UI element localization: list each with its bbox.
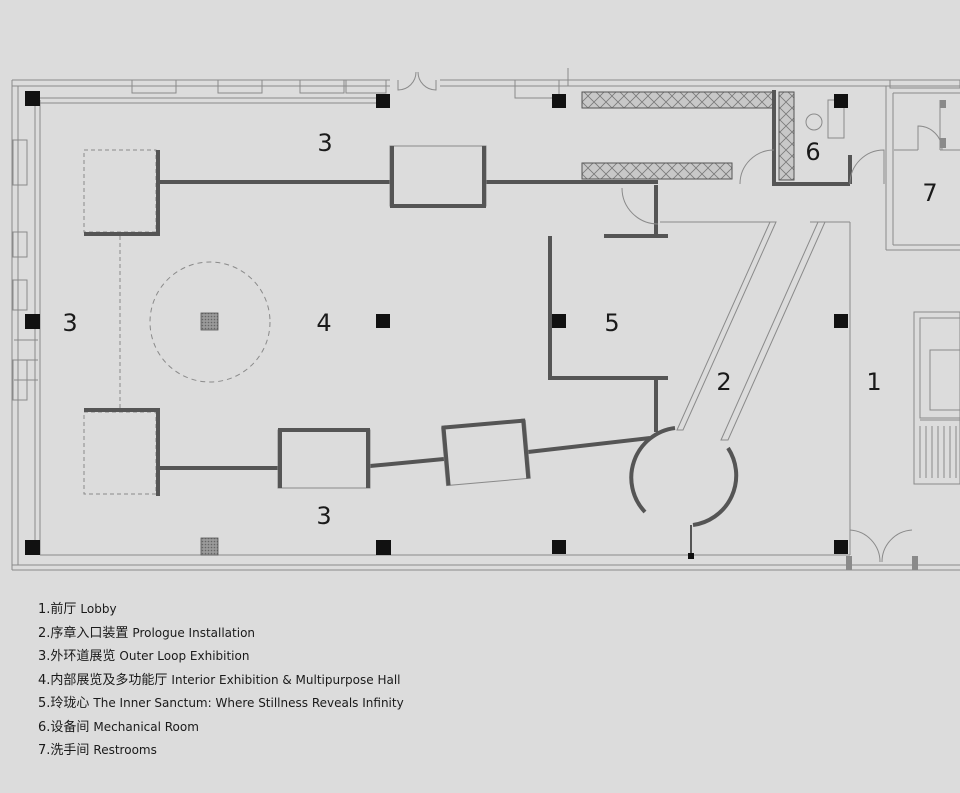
columns [25,91,848,555]
room-number-4: 4 [316,309,331,337]
door-swings [621,100,960,563]
legend-english-label: The Inner Sanctum: Where Stillness Revea… [93,696,404,710]
small-fixtures [846,100,946,570]
floor-plan: 3 3 4 5 2 1 3 6 7 [11,68,960,571]
legend-number: 5. [38,696,51,711]
stair-core [14,311,960,485]
legend-chinese-label: 洗手间 [50,743,90,758]
central-circle [149,261,271,556]
legend-number: 2. [38,625,51,641]
legend-chinese-label: 设备间 [50,719,90,735]
legend-number: 7. [38,743,51,758]
legend-chinese-label: 玲珑心 [50,696,90,711]
legend-chinese-label: 外环道展览 [50,649,116,664]
room-number-6: 6 [805,138,820,166]
post-marker [688,553,694,559]
legend-english-label: Prologue Installation [132,625,256,640]
legend-chinese-label: 序章入口装置 [50,625,129,641]
legend-number: 1. [38,602,51,617]
top-windows [131,79,960,99]
circular-entry [629,426,739,558]
room-number-1: 1 [866,368,881,396]
legend-chinese-label: 前厅 [50,602,77,617]
left-windows [12,139,28,401]
legend-number: 4. [38,672,51,688]
exhibit-boxes [83,145,531,496]
legend-number: 3. [38,649,51,664]
legend-number: 6. [38,719,51,735]
legend-chinese-label: 内部展览及多功能厅 [50,672,168,688]
room-number-3-left: 3 [62,309,77,337]
room-number-3-bottom: 3 [316,502,331,530]
room-numbers: 3 3 4 5 2 1 3 6 7 [62,129,937,530]
prologue-panels [660,221,850,441]
room-number-7: 7 [922,179,937,207]
legend-english-label: Interior Exhibition & Multipurpose Hall [171,672,401,687]
room-number-3-top: 3 [317,129,332,157]
legend-english-label: Mechanical Room [93,719,199,734]
interior-walls [160,90,852,470]
room-number-2: 2 [716,368,731,396]
outer-walls [11,79,960,571]
top-door [397,68,569,91]
display-counters [581,91,795,181]
room-number-5: 5 [604,309,619,337]
legend-english-label: Restrooms [93,743,157,757]
legend-english-label: Outer Loop Exhibition [119,649,250,663]
legend-english-label: Lobby [80,602,117,616]
